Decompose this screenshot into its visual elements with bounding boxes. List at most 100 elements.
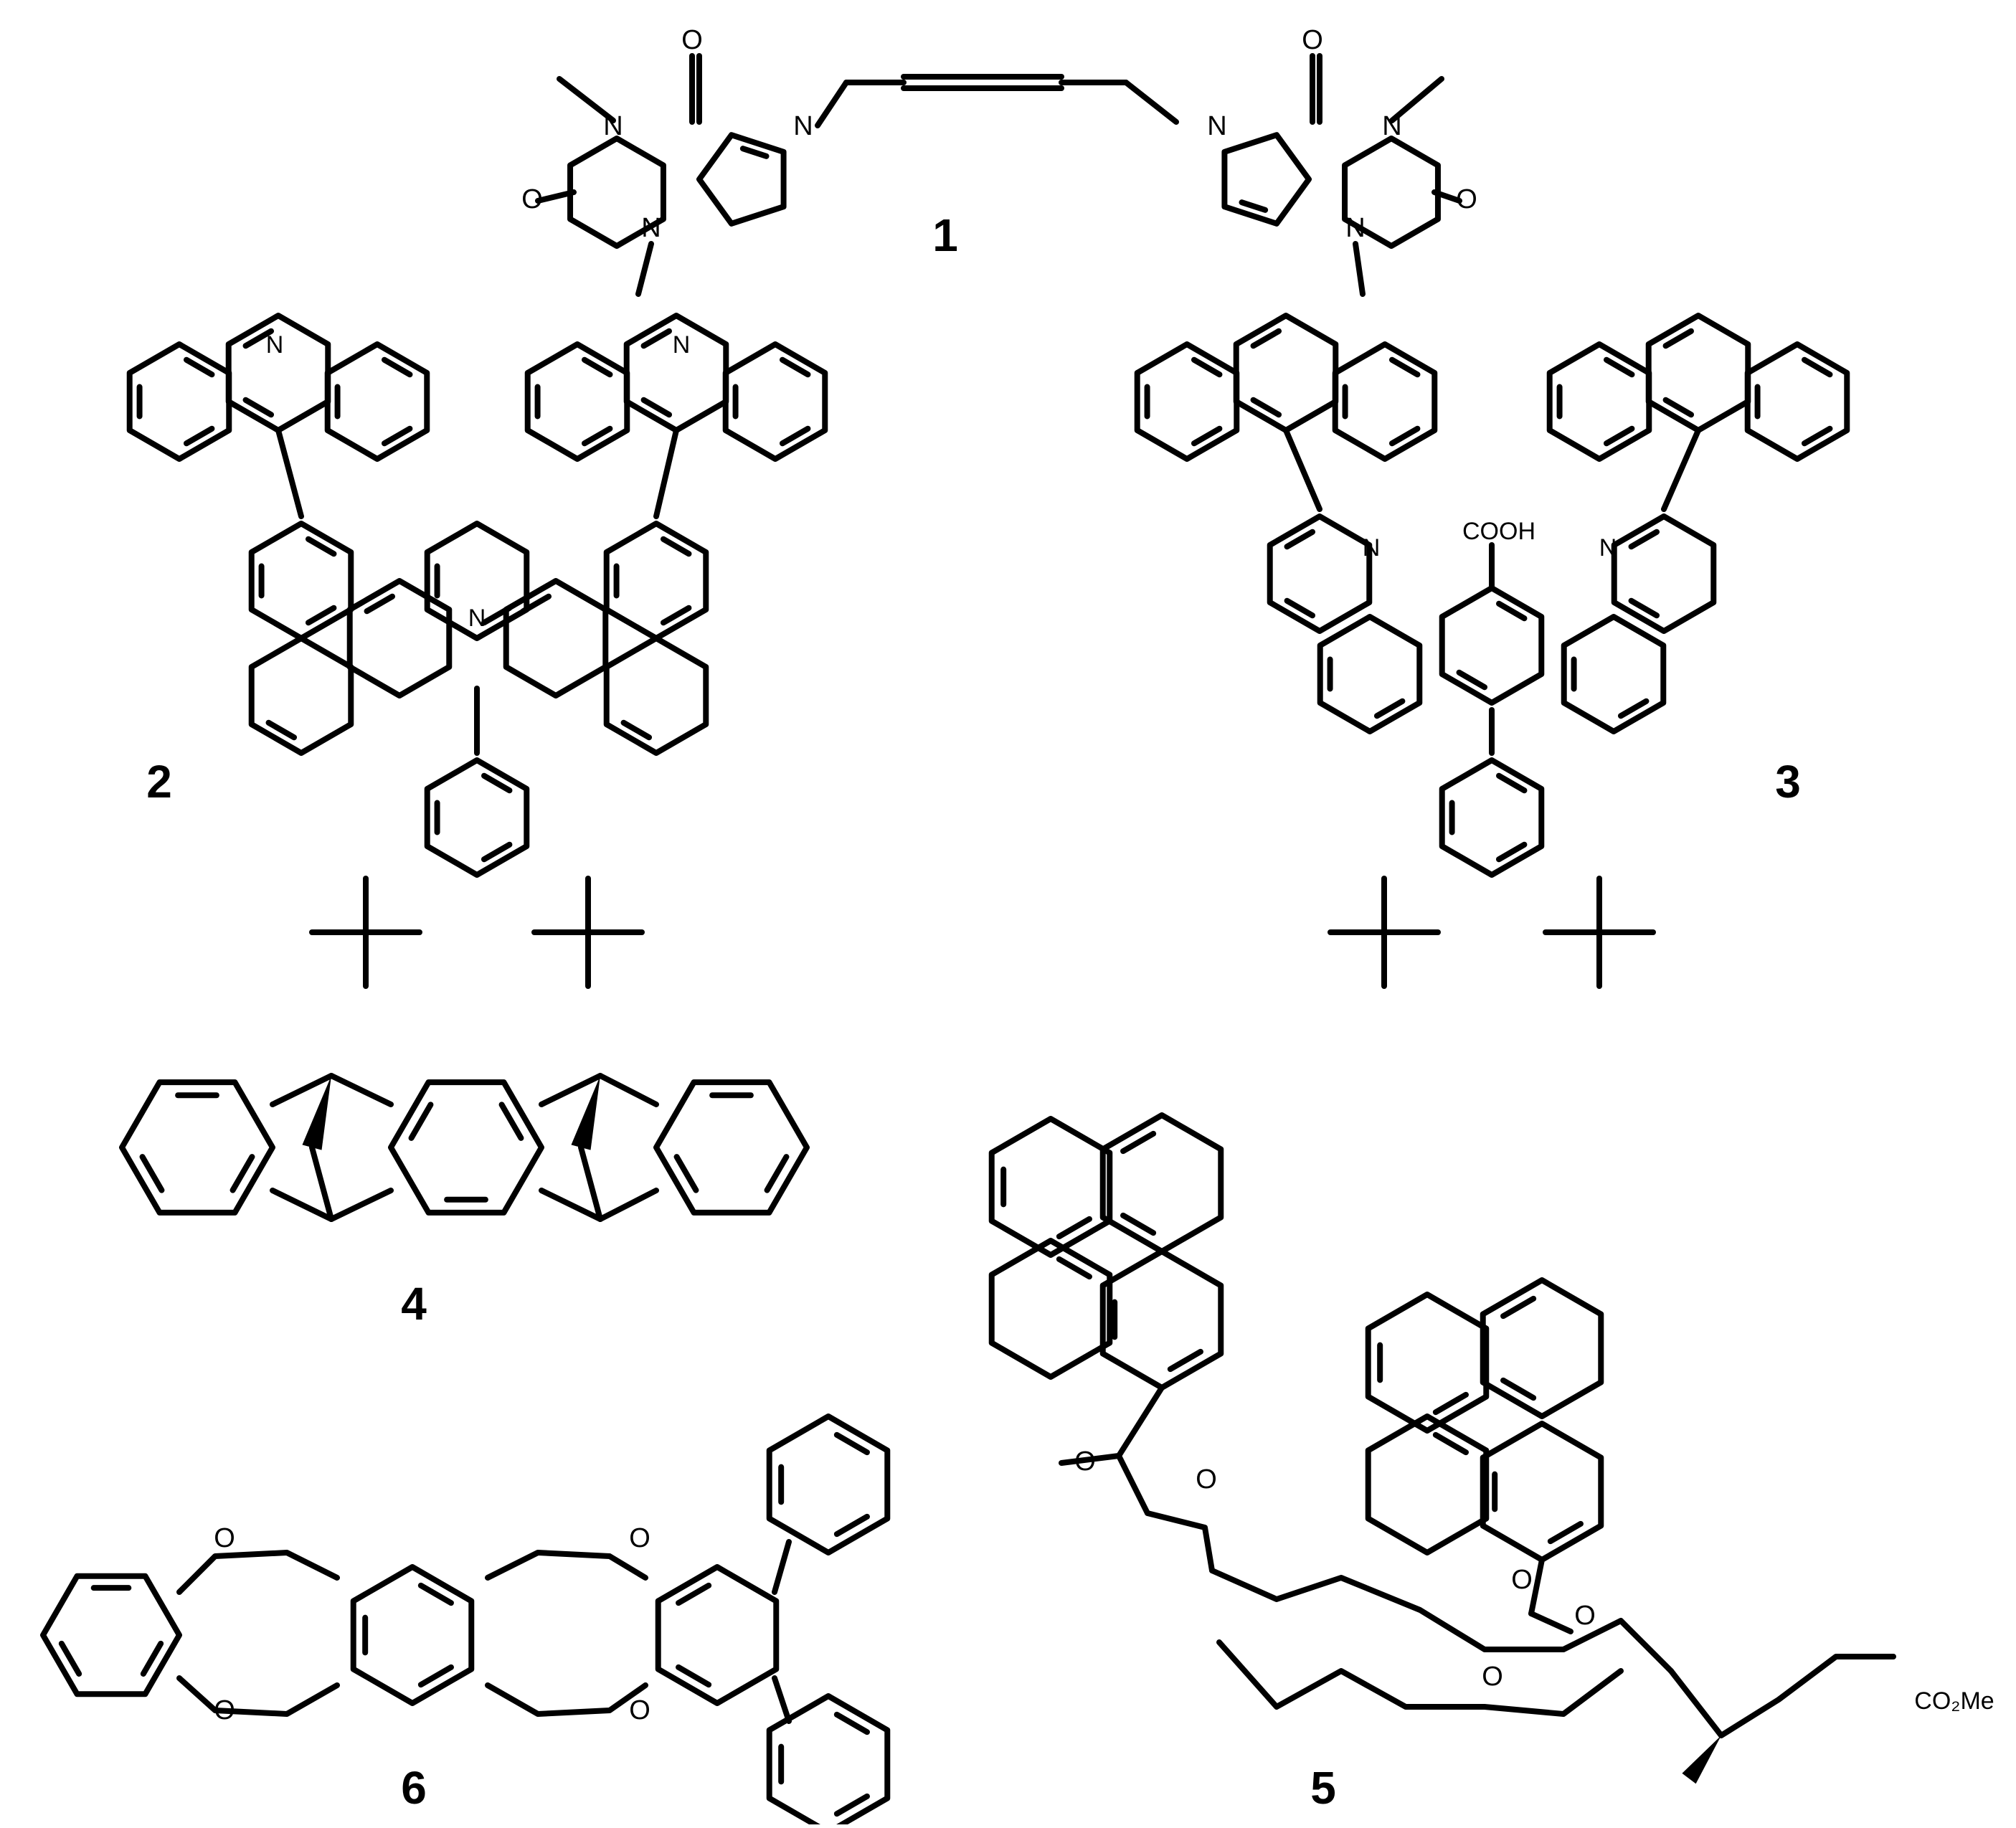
bond: [578, 1145, 603, 1222]
bond: [58, 1640, 82, 1677]
bond: [1120, 1212, 1157, 1236]
atom-o: O: [681, 25, 703, 55]
bond: [640, 397, 673, 418]
bond-chain: [1209, 1568, 1674, 1674]
bond: [772, 1539, 792, 1595]
bond: [140, 1640, 164, 1677]
bond: [1116, 1453, 1150, 1516]
aromatic-ring: [1099, 1112, 1224, 1254]
compound-label-2: 2: [146, 756, 172, 808]
aromatic-ring: [1480, 1277, 1604, 1419]
bond: [305, 605, 337, 626]
aromatic-ring: [1317, 614, 1423, 734]
aromatic-ring: [722, 341, 828, 462]
bond: [676, 1664, 712, 1688]
atom-o: O: [1196, 1464, 1217, 1495]
bond: [815, 80, 849, 128]
bond-chain: [176, 1550, 340, 1595]
atom-o: O: [629, 1523, 650, 1553]
bond: [1191, 425, 1223, 447]
aromatic-ring: [1645, 313, 1751, 433]
bond: [1167, 1348, 1203, 1373]
bond: [1628, 597, 1660, 619]
aromatic-ring: [119, 1079, 275, 1216]
bond: [1120, 1130, 1157, 1155]
wedge-bond: [1682, 1735, 1721, 1784]
bond: [581, 356, 613, 378]
bond: [1500, 1295, 1537, 1320]
bond: [364, 593, 396, 615]
aromatic-ring: [424, 757, 530, 878]
bond: [539, 1188, 603, 1222]
aromatic-ring: [1480, 1421, 1604, 1563]
bond: [229, 1154, 255, 1193]
bond: [1495, 772, 1528, 794]
compound-label-3: 3: [1775, 756, 1801, 808]
atom-n: N: [603, 111, 623, 141]
aromatic-ring: [603, 521, 709, 641]
bond: [1389, 76, 1444, 123]
atom-o: O: [1482, 1662, 1503, 1692]
aromatic-ring: [248, 521, 354, 641]
atom-o: O: [1574, 1601, 1596, 1631]
atom-o: O: [1456, 184, 1477, 214]
atom-n: N: [266, 331, 284, 359]
bond: [620, 719, 653, 741]
five-ring: [1221, 132, 1312, 227]
atom-o: O: [1511, 1565, 1533, 1595]
bond: [417, 1664, 454, 1688]
bond: [833, 1431, 870, 1456]
bond: [1056, 1216, 1092, 1240]
compound-1-atoms: O N N O N O N N O N: [521, 25, 1477, 243]
aromatic-ring: [503, 578, 609, 698]
bond: [779, 356, 811, 378]
compound-label-1: 1: [932, 209, 958, 261]
methyl-ester-label: CO₂Me: [1914, 1687, 1994, 1715]
bond: [1353, 241, 1366, 297]
bond: [673, 1154, 699, 1193]
bond: [653, 427, 679, 519]
aromatic-ring: [1342, 136, 1441, 249]
bond: [1388, 356, 1421, 378]
bond: [1500, 1377, 1537, 1401]
bond: [1617, 698, 1650, 719]
bond: [1661, 427, 1701, 512]
aromatic-ring: [346, 578, 453, 698]
aromatic-ring: [424, 521, 530, 641]
compound-5-atoms: O O O O O CO₂Me: [1074, 1446, 1994, 1715]
aromatic-ring: [1365, 1413, 1490, 1555]
bond: [1284, 529, 1316, 550]
compound-6-atoms: O O O O: [214, 1523, 650, 1725]
aromatic-ring: [350, 1564, 475, 1706]
bond: [764, 1154, 790, 1193]
aromatic-ring: [1561, 614, 1667, 734]
bond: [739, 146, 770, 159]
bond-chain: [1216, 1639, 1624, 1717]
aromatic-ring: [1439, 585, 1545, 706]
bond: [833, 1711, 870, 1735]
compound-label-6: 6: [401, 1762, 427, 1814]
bond: [139, 1154, 165, 1193]
bond: [381, 356, 413, 378]
aromatic-ring: [766, 1693, 891, 1828]
bond: [539, 1073, 603, 1107]
aromatic-ring: [1099, 1249, 1224, 1391]
atom-n: N: [641, 213, 661, 243]
bond: [581, 425, 613, 447]
atom-o: O: [214, 1523, 235, 1553]
aromatic-ring: [1332, 341, 1438, 462]
atom-o: O: [1302, 25, 1323, 55]
aromatic-ring: [1744, 341, 1850, 462]
compound-label-4: 4: [401, 1278, 427, 1330]
aromatic-ring: [324, 341, 430, 462]
atom-n: N: [1382, 111, 1401, 141]
bond: [1284, 597, 1316, 619]
bond: [1662, 397, 1695, 418]
bond: [635, 241, 654, 297]
wedge-bond: [302, 1076, 331, 1150]
aromatic-ring: [248, 635, 354, 756]
carboxylic-acid-label: COOH: [1462, 518, 1535, 545]
bond-chain: [1668, 1654, 1896, 1738]
aromatic-ring: [653, 1079, 810, 1216]
